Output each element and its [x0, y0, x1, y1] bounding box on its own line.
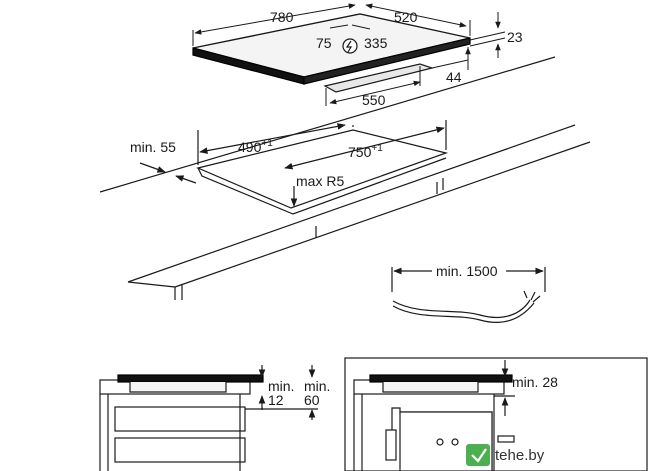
- power-cable: [391, 267, 546, 324]
- label-box-height: 44: [446, 69, 462, 85]
- label-clearance-a-val2: 60: [304, 392, 320, 408]
- hob-dimensions: [192, 3, 506, 106]
- label-max-radius: max R5: [296, 173, 344, 189]
- label-hob-width: 780: [270, 9, 294, 25]
- watermark-logo: [466, 444, 490, 466]
- label-min-side: min. 55: [130, 139, 176, 155]
- label-box-width: 550: [362, 92, 386, 108]
- label-clearance-b: min. 28: [512, 374, 558, 390]
- label-cable-offset-x: 75: [316, 35, 332, 51]
- worktop: [99, 56, 591, 300]
- label-cutout-depth: 490+1: [238, 138, 273, 155]
- label-cable-offset-y: 335: [364, 35, 388, 51]
- label-cable-length: min. 1500: [436, 263, 498, 279]
- section-drawers: [99, 365, 318, 471]
- watermark-text: tehe.by: [495, 447, 545, 464]
- label-cutout-width: 750+1: [348, 143, 383, 160]
- label-hob-height: 23: [507, 29, 523, 45]
- dimension-labels: 780 520 23 75 335 44 550 min. 55 490+1 7…: [130, 9, 558, 408]
- label-hob-depth: 520: [394, 9, 418, 25]
- label-clearance-a-min2: min.: [304, 378, 330, 394]
- cutout: [196, 129, 449, 209]
- power-symbol-icon: [342, 38, 358, 54]
- label-clearance-a-min1: min.: [268, 378, 294, 394]
- label-clearance-a-val1: 12: [268, 392, 284, 408]
- hob-illustration: [192, 13, 471, 93]
